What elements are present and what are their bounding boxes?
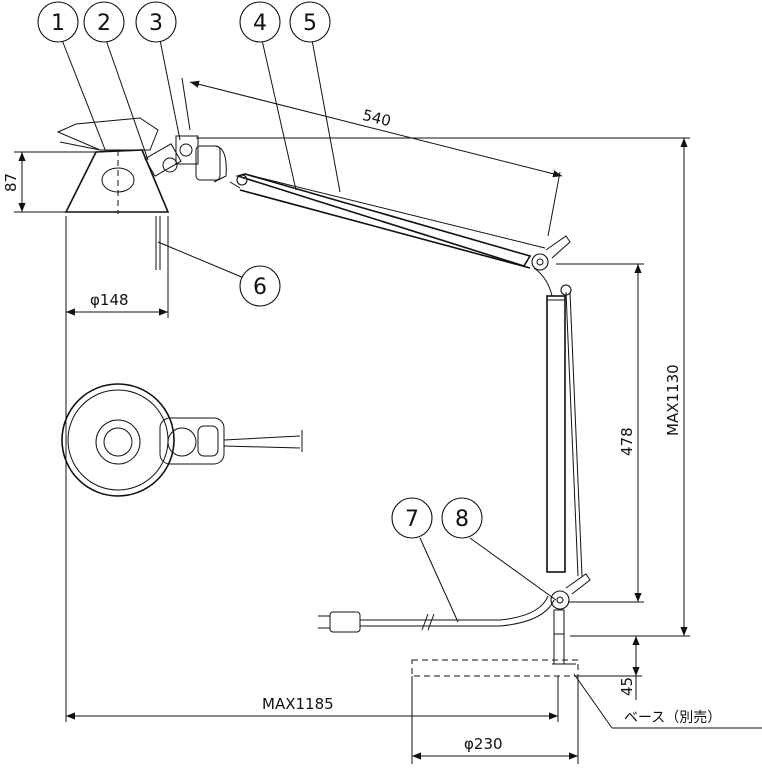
callout-6-label: 6 [253, 275, 267, 300]
callout-3: 3 [135, 1, 177, 43]
dim-shade-height: 87 [2, 151, 96, 213]
elbow-joint [531, 235, 572, 297]
dim-max-reach: MAX1185 [65, 318, 559, 722]
callout-8: 8 [441, 497, 483, 539]
leader-lines [61, 39, 557, 623]
callout-4: 4 [239, 1, 281, 43]
upper-arm [229, 173, 546, 269]
lamp-shade [56, 117, 170, 270]
base-joint [550, 573, 591, 665]
callout-7-label: 7 [405, 507, 419, 532]
base-note: ベース（別売） [573, 673, 762, 729]
callout-4-label: 4 [253, 11, 267, 36]
callout-7: 7 [391, 497, 433, 539]
dim-label-87: 87 [2, 173, 20, 192]
dim-label-478: 478 [618, 427, 636, 456]
lamp-head [144, 135, 248, 186]
top-view [61, 383, 303, 497]
dim-shade-diameter: φ148 [65, 216, 169, 318]
dim-upper-arm: 478 [556, 263, 644, 603]
dim-arm-length: 540 [181, 77, 563, 237]
dim-label-1185: MAX1185 [262, 695, 334, 713]
callout-5: 5 [289, 1, 331, 43]
dim-max-height: MAX1130 [196, 137, 690, 637]
base-note-label: ベース（別売） [624, 710, 721, 726]
callout-2: 2 [83, 1, 125, 43]
callout-6: 6 [239, 265, 281, 307]
dim-base-diameter: φ230 [411, 676, 579, 764]
callout-3-label: 3 [149, 11, 163, 36]
dim-label-148: φ148 [90, 291, 129, 309]
power-cord [318, 595, 555, 633]
lamp-base [411, 659, 579, 677]
callout-8-label: 8 [455, 507, 469, 532]
callout-1: 1 [37, 1, 79, 43]
callout-2-label: 2 [97, 11, 111, 36]
dim-label-45: 45 [618, 677, 636, 696]
dim-label-230: φ230 [464, 735, 503, 753]
lower-arm [546, 291, 583, 577]
callout-5-label: 5 [303, 11, 317, 36]
dim-label-1130: MAX1130 [664, 364, 682, 436]
dim-base-height: 45 [578, 636, 642, 700]
callout-1-label: 1 [51, 11, 65, 36]
